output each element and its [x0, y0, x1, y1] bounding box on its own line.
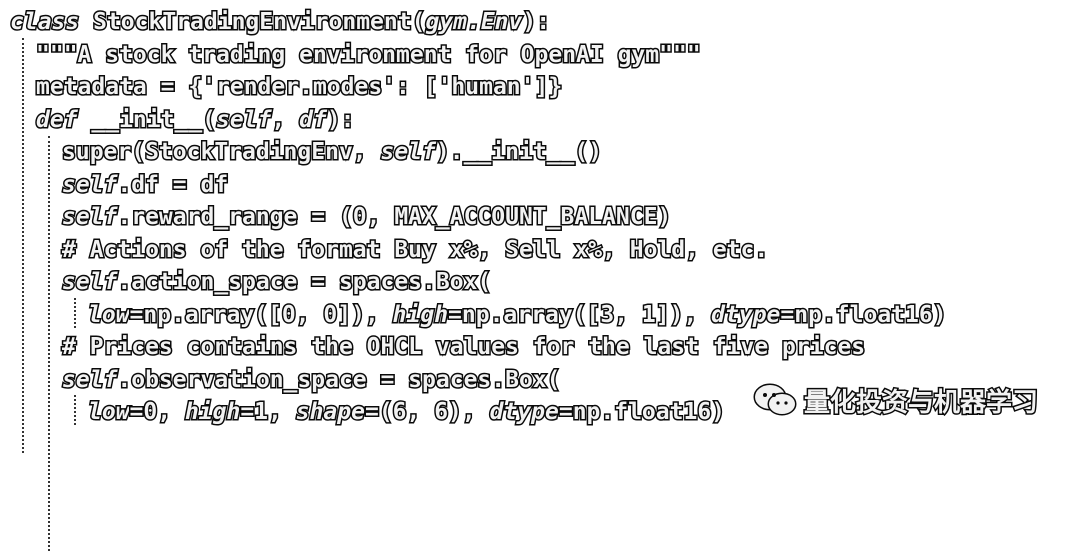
- code-line: class StockTradingEnvironment(gym.Env):: [8, 6, 552, 38]
- code-keyword: shape: [294, 398, 366, 427]
- code-keyword: self: [60, 268, 118, 297]
- code-text: ):: [325, 105, 356, 134]
- code-keyword: class: [8, 8, 80, 37]
- code-text: =np.float16): [557, 398, 726, 427]
- code-text: ):: [521, 8, 552, 37]
- code-text: =0,: [128, 398, 185, 427]
- code-line: super(StockTradingEnv, self).__init__(): [61, 136, 604, 168]
- code-keyword: low: [87, 300, 132, 329]
- code-keyword: self: [60, 203, 118, 232]
- code-line: self.observation_space = spaces.Box(: [60, 364, 562, 396]
- code-line: low=np.array([0, 0]), high=np.array([3, …: [87, 299, 949, 331]
- code-text: # Actions of the format Buy x%, Sell x%,…: [60, 235, 769, 264]
- code-text: .action_space = spaces.Box(: [116, 268, 493, 297]
- indent-guide: [22, 38, 24, 453]
- watermark-text: 量化投资与机器学习: [802, 386, 1039, 419]
- code-keyword: dtype: [488, 398, 560, 427]
- code-line: # Actions of the format Buy x%, Sell x%,…: [60, 234, 769, 266]
- code-line: # Prices contains the OHCL values for th…: [60, 331, 866, 363]
- indent-guide: [74, 395, 76, 425]
- code-line: metadata = {'render.modes': ['human']}: [34, 71, 563, 103]
- code-line: """A stock trading environment for OpenA…: [35, 39, 703, 71]
- code-text: StockTradingEnvironment(: [79, 8, 427, 37]
- code-keyword: high: [183, 398, 241, 427]
- code-text: =np.array([0, 0]),: [128, 300, 393, 329]
- code-keyword: def: [35, 105, 80, 134]
- code-text: ).__init__(): [434, 138, 603, 167]
- code-keyword: self: [60, 170, 118, 199]
- watermark: 量化投资与机器学习: [752, 380, 1040, 420]
- code-keyword: high: [391, 300, 449, 329]
- wechat-icon: [753, 383, 797, 416]
- code-text: """A stock trading environment for OpenA…: [35, 40, 703, 69]
- code-text: =np.array([3, 1]),: [447, 300, 712, 329]
- code-keyword: df: [298, 105, 329, 134]
- code-text: __init__(: [77, 105, 218, 134]
- code-snippet: class StockTradingEnvironment(gym.Env):"…: [8, 6, 949, 551]
- code-text: metadata = {'render.modes': ['human']}: [34, 73, 563, 102]
- code-text: =np.float16): [779, 300, 948, 329]
- code-keyword: low: [87, 398, 132, 427]
- code-text: # Prices contains the OHCL values for th…: [60, 333, 866, 362]
- code-text: ,: [270, 105, 300, 134]
- code-keyword: dtype: [710, 300, 782, 329]
- code-keyword: self: [215, 105, 273, 134]
- code-text: =1,: [239, 398, 296, 427]
- indent-guide: [48, 136, 50, 551]
- code-line: self.action_space = spaces.Box(: [60, 266, 493, 298]
- code-line: def __init__(self, df):: [35, 104, 356, 136]
- indent-guide: [74, 298, 76, 328]
- code-line: self.reward_range = (0, MAX_ACCOUNT_BALA…: [60, 201, 673, 233]
- code-keyword: gym.Env: [424, 8, 524, 37]
- code-keyword: self: [379, 138, 437, 167]
- code-text: =(6, 6),: [363, 398, 490, 427]
- code-keyword: self: [60, 365, 118, 394]
- code-text: .df = df: [116, 170, 230, 199]
- code-line: low=0, high=1, shape=(6, 6), dtype=np.fl…: [87, 396, 727, 428]
- code-line: self.df = df: [60, 169, 230, 201]
- code-text: super(StockTradingEnv,: [61, 138, 381, 167]
- code-text: .reward_range = (0, MAX_ACCOUNT_BALANCE): [116, 203, 673, 232]
- code-text: .observation_space = spaces.Box(: [116, 365, 562, 394]
